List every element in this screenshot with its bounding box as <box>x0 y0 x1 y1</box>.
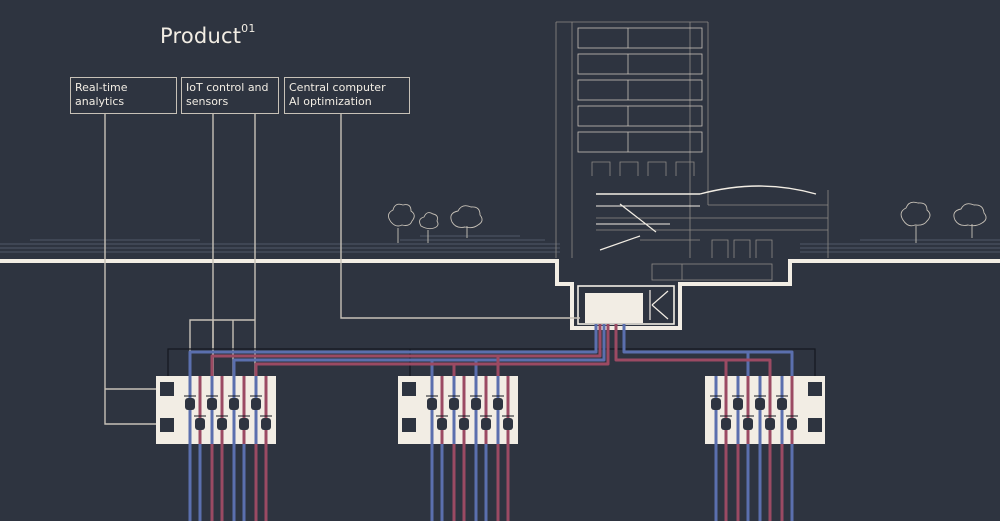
valve-icon <box>721 418 731 430</box>
valves <box>184 395 798 430</box>
label-real-time-analytics: Real-time analytics <box>70 77 177 114</box>
valve-icon <box>503 418 513 430</box>
label-ai-line2: AI optimization <box>289 95 372 108</box>
valve-icon <box>217 418 227 430</box>
sensor-icon <box>160 418 174 432</box>
valve-icon <box>229 398 239 410</box>
label-analytics-line1: Real-time <box>75 81 128 94</box>
valve-icon <box>207 398 217 410</box>
manifold-3 <box>705 376 825 444</box>
valve-icon <box>765 418 775 430</box>
valve-icon <box>493 398 503 410</box>
basement-detail <box>651 263 773 281</box>
valve-icon <box>195 418 205 430</box>
valve-icon <box>239 418 249 430</box>
title-text: Product <box>160 24 242 48</box>
valve-icon <box>471 398 481 410</box>
label-iot-line1: IoT control and <box>186 81 269 94</box>
valve-icon <box>743 418 753 430</box>
valve-icon <box>787 418 797 430</box>
label-ai-line1: Central computer <box>289 81 386 94</box>
title-superscript: 01 <box>241 22 256 35</box>
valve-icon <box>185 398 195 410</box>
valve-icon <box>449 398 459 410</box>
building <box>555 21 829 258</box>
valve-icon <box>711 398 721 410</box>
tree-icon <box>388 203 483 243</box>
valve-icon <box>481 418 491 430</box>
sensor-icon <box>808 418 822 432</box>
valve-icon <box>251 398 261 410</box>
valve-icon <box>437 418 447 430</box>
sensor-icon <box>402 382 416 396</box>
label-analytics-line2: analytics <box>75 95 125 108</box>
ground-line <box>0 259 1000 330</box>
label-central-computer: Central computer AI optimization <box>284 77 410 114</box>
sensor-icon <box>402 418 416 432</box>
label-iot-line2: sensors <box>186 95 229 108</box>
tree-icon <box>900 201 987 243</box>
valve-icon <box>777 398 787 410</box>
sensor-icon <box>808 382 822 396</box>
valve-icon <box>261 418 271 430</box>
hill-lines-right <box>800 239 1000 253</box>
label-iot-control: IoT control and sensors <box>181 77 279 114</box>
sensor-icon <box>160 382 174 396</box>
hill-lines-left <box>0 235 560 253</box>
valve-icon <box>459 418 469 430</box>
page-title: Product01 <box>160 22 256 48</box>
valve-icon <box>755 398 765 410</box>
valve-icon <box>427 398 437 410</box>
valve-icon <box>733 398 743 410</box>
server-icon <box>577 285 675 325</box>
